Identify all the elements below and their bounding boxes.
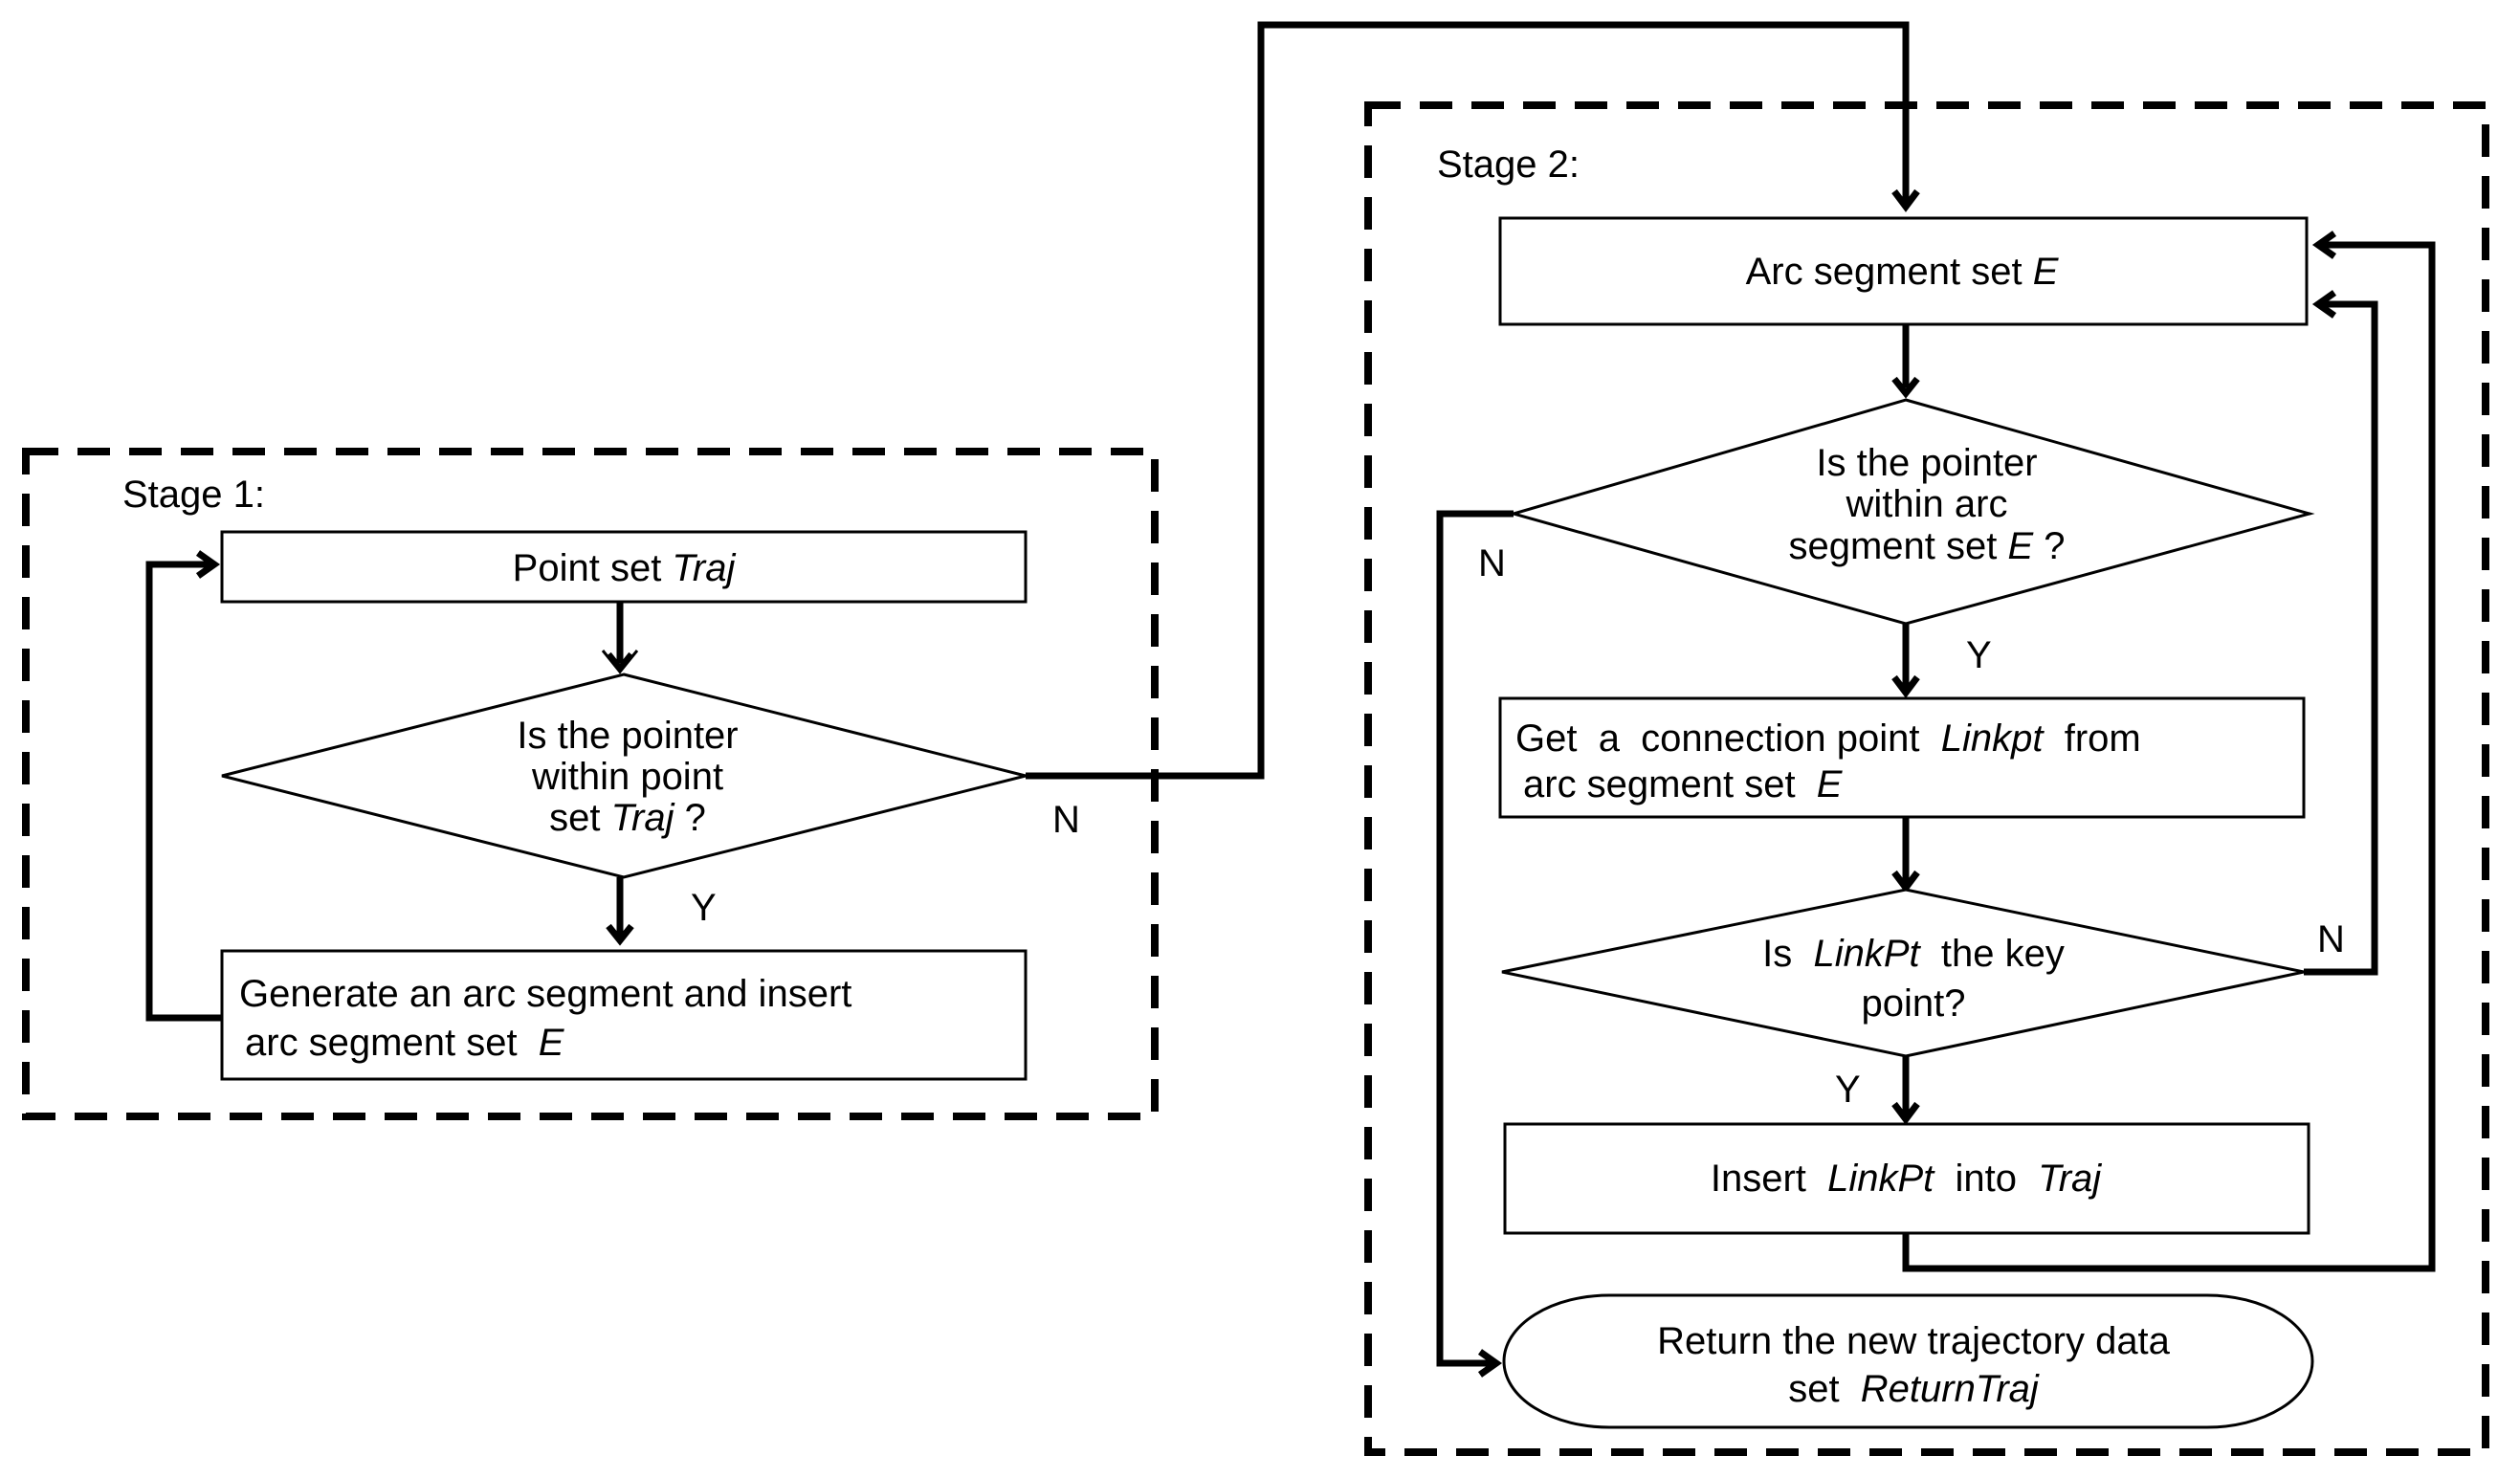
decision3-yes-label: Y	[1835, 1069, 1861, 1111]
arc-segment-set-text: Arc segment set E	[1746, 251, 2060, 293]
generate-arc-box	[220, 949, 1028, 1081]
arrowhead-bold	[1891, 870, 1920, 893]
decision1-line2: within point	[531, 756, 723, 798]
decision1-yes-label: Y	[691, 887, 717, 929]
decision2-no-connector	[1436, 510, 1514, 1367]
decision1-no-label: N	[1052, 799, 1080, 841]
decision3-line2: point?	[1862, 982, 1966, 1025]
decision-pointer-within-point-set	[221, 673, 1027, 879]
point-set-text: Point set Traj	[513, 547, 737, 589]
arrowhead-bold	[1891, 674, 1920, 698]
insert-linkpt-box	[1503, 1122, 2310, 1235]
decision2-line2: within arc	[1846, 483, 2008, 525]
decision2-line3: segment set E ?	[1788, 525, 2065, 567]
insert-text: Insert LinkPt into Traj	[1711, 1158, 2102, 1200]
decision1-line3: set Traj ?	[549, 797, 706, 839]
get-point-line2: arc segment set E	[1523, 763, 1844, 805]
decision1-no-connector	[1026, 21, 1910, 780]
loop-generate-to-point-set	[145, 561, 222, 1022]
stage-2-label: Stage 2:	[1437, 143, 1580, 186]
arrowhead-bold	[1891, 1101, 1920, 1125]
arrowhead-bold	[2311, 231, 2337, 259]
arrowhead-bold	[606, 651, 634, 674]
get-point-line1: Get a connection point Linkpt from	[1515, 717, 2141, 760]
arc-segment-set-box	[1498, 216, 2309, 326]
point-set-box	[220, 530, 1028, 604]
decision3-no-label: N	[2317, 918, 2345, 960]
decision3-no-connector	[2304, 300, 2378, 976]
decision2-no-label: N	[1478, 542, 1506, 585]
get-connection-point-box	[1498, 696, 2306, 819]
decision1-line1: Is the pointer	[517, 715, 738, 757]
stage-1-label: Stage 1:	[122, 474, 265, 516]
arrowhead-bold	[195, 550, 221, 579]
decision2-line1: Is the pointer	[1816, 442, 2037, 484]
arrowhead-bold	[1891, 376, 1920, 399]
arrowhead-bold	[606, 923, 634, 946]
return-line2: set ReturnTraj	[1788, 1368, 2040, 1410]
generate-line2: arc segment set E	[245, 1022, 565, 1064]
arrowhead-bold	[2311, 290, 2337, 319]
return-line1: Return the new trajectory data	[1657, 1320, 2171, 1362]
stage-2-container	[1364, 101, 2489, 1456]
decision2-yes-label: Y	[1966, 634, 1992, 676]
stage-1-container	[22, 448, 1159, 1120]
return-terminal	[1502, 1293, 2314, 1429]
generate-line1: Generate an arc segment and insert	[239, 973, 851, 1015]
decision3-line1: Is LinkPt the key	[1762, 933, 2065, 975]
arrowhead-bold	[1477, 1349, 1503, 1378]
arrowhead-bold	[1891, 188, 1920, 212]
loop-insert-to-arc-set	[1902, 241, 2436, 1272]
